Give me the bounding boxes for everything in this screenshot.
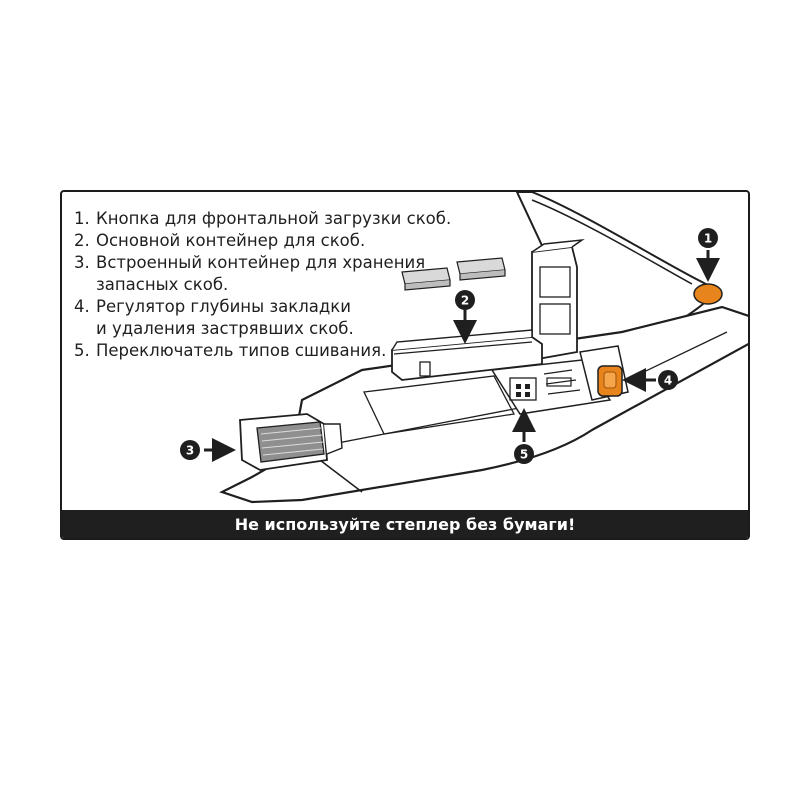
front-load-button [693,283,723,305]
instruction-panel: 1 2 3 4 5 1. Кнопка для фронтальной загр… [60,190,750,540]
svg-text:3: 3 [186,444,194,458]
legend-item-1: 1. Кнопка для фронтальной загрузки скоб. [74,208,451,230]
staple-storage-drawer [239,413,343,471]
stapler-carriage [531,238,585,362]
legend-text: Переключатель типов сшивания. [96,341,387,360]
warning-bar: Не используйте степлер без бумаги! [62,510,748,538]
callout-badge-2: 2 [455,290,475,310]
legend-number: 2. [74,231,90,250]
callout-badge-5: 5 [514,444,534,464]
legend-item-2: 2. Основной контейнер для скоб. [74,230,451,252]
legend-number: 5. [74,341,90,360]
callout-badge-4: 4 [658,370,678,390]
legend-item-4: 4. Регулятор глубины закладки и удаления… [74,296,451,340]
legend-text: Встроенный контейнер для хранения запасн… [96,253,426,294]
stapler-base [219,283,748,504]
callout-badge-3: 3 [180,440,200,460]
spare-staples [401,257,506,291]
legend-item-3: 3. Встроенный контейнер для хранения зап… [74,252,451,296]
svg-text:2: 2 [461,294,469,308]
svg-text:1: 1 [704,232,712,246]
legend-text: Регулятор глубины закладки и удаления за… [96,297,354,338]
warning-text: Не используйте степлер без бумаги! [234,514,576,534]
callout-badge-1: 1 [698,228,718,248]
legend-number: 4. [74,297,90,316]
legend-list: 1. Кнопка для фронтальной загрузки скоб.… [74,208,451,362]
svg-text:4: 4 [664,374,672,388]
legend-item-5: 5. Переключатель типов сшивания. [74,340,451,362]
legend-text: Основной контейнер для скоб. [96,231,366,250]
svg-text:5: 5 [520,448,528,462]
legend-number: 3. [74,253,90,272]
callout-arrows [204,250,720,462]
legend-text: Кнопка для фронтальной загрузки скоб. [96,209,452,228]
legend-number: 1. [74,209,90,228]
stapler-illustration: 1 2 3 4 5 [180,192,748,504]
